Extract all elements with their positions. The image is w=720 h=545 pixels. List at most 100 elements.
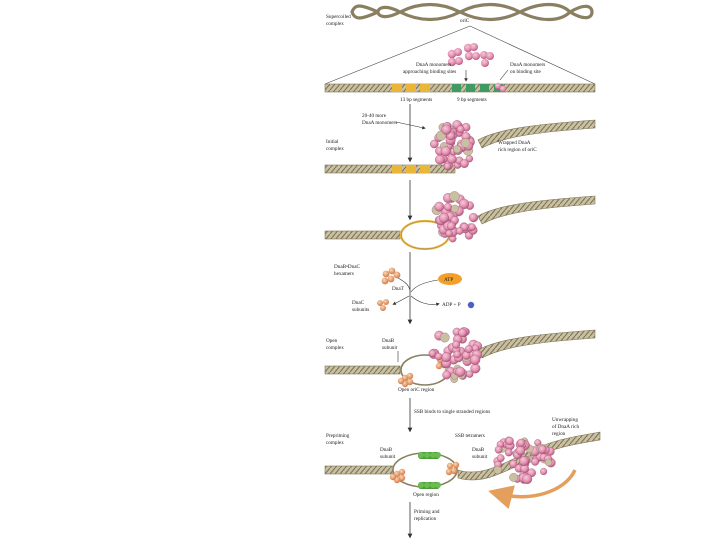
dnaa-monomer: [544, 458, 553, 467]
dnaa-monomer: [458, 328, 467, 338]
dnaa-cluster-open: [428, 327, 483, 383]
dnaa-monomer: [522, 473, 533, 485]
label-atp: ATP: [444, 277, 453, 283]
dnaa-monomers-approaching: [447, 43, 494, 67]
dnaa-monomer: [519, 456, 529, 467]
dnaa-monomer: [441, 124, 452, 135]
label-dnaa-on-site-1: DnaA monomers: [510, 62, 545, 68]
dnaa-monomer: [469, 354, 481, 365]
label-9bp: 9 bp segments: [457, 97, 487, 103]
dnaa-monomer: [443, 162, 452, 171]
dnaa-monomer: [464, 345, 473, 354]
dnaa-monomer: [517, 438, 526, 447]
dnaa-monomer: [439, 332, 450, 343]
label-dnab-subunit-2: subunit: [382, 345, 398, 351]
label-ssb-tetramers: SSB tetramers: [455, 433, 485, 439]
zoom-line-right: [469, 25, 596, 85]
ssb-tetramer-bottom: [418, 482, 441, 489]
label-dnab-dnac-1: DnaB•DnaC: [334, 264, 361, 270]
dna-linear-3: [324, 230, 401, 240]
label-dnac-1: DnaC: [352, 300, 365, 306]
label-unwrapping-3: region: [552, 431, 566, 437]
dnaa-monomer: [453, 145, 461, 154]
label-prepriming-1: Prepriming: [326, 433, 350, 439]
dnaa-monomer: [446, 221, 456, 231]
dna-exit-5: [477, 329, 596, 359]
dnaa-cluster-initial: [430, 120, 475, 171]
label-prepriming-2: complex: [326, 440, 344, 446]
dna-exit-2: [477, 119, 596, 149]
label-dnab-subunit-1: DnaB: [382, 338, 395, 344]
label-open-region: Open region: [413, 492, 439, 498]
dnaa-monomer: [493, 465, 502, 475]
dnaa-monomer: [504, 448, 513, 457]
dnaa-monomer: [540, 467, 548, 476]
dnaa-monomer: [505, 436, 514, 446]
9bp-sites: [452, 82, 507, 93]
dnaa-monomer: [449, 191, 460, 202]
dnaa-monomer: [434, 352, 443, 361]
dnaa-monomer: [509, 473, 518, 482]
dnac-subunits: [377, 299, 389, 311]
label-open-complex-1: Open: [326, 338, 338, 344]
dnaa-monomer: [496, 454, 505, 462]
dnaa-monomer: [455, 227, 464, 235]
label-dnaa-on-site-2: on binding site: [510, 69, 542, 75]
label-dnab-subunit2-2: subunit: [380, 454, 396, 460]
label-open-complex-2: complex: [326, 345, 344, 351]
label-initial-complex-2: complex: [326, 146, 344, 152]
dna-linear-2: [324, 164, 456, 174]
dnaa-monomer: [435, 154, 445, 165]
dnaa-monomer: [455, 366, 466, 377]
dnaa-monomer: [443, 202, 453, 212]
dna-linear-6: [324, 465, 394, 475]
label-unwrapping-1: Unwrapping: [552, 417, 578, 423]
dnaa-monomer: [531, 457, 540, 466]
13bp-sites: [392, 84, 430, 92]
dnaa-monomer: [430, 139, 439, 149]
dnab-hexamer-prepriming-left: [389, 468, 406, 484]
label-dnaa-approaching-1: DnaA monomers: [416, 62, 451, 68]
label-adp-pi: ADP + P: [442, 302, 461, 308]
dnaa-monomer: [453, 350, 461, 359]
dnaa-monomer: [494, 445, 503, 454]
atp-badge: [438, 273, 462, 285]
dnaa-monomer: [458, 198, 470, 210]
label-oric: oriC: [460, 18, 470, 24]
label-unwrapping-2: of DnaA rich: [552, 423, 579, 430]
dnaa-cluster-unwrapping: [493, 436, 556, 485]
label-twenty-monomers-1: 20-40 more: [362, 113, 387, 119]
dnaa-monomer: [538, 445, 547, 454]
dnaa-monomer: [452, 340, 461, 349]
dnaa-cluster-melted: [431, 191, 479, 243]
dnaa-monomer: [509, 459, 518, 468]
dnaa-monomer: [450, 204, 459, 213]
dna-linear-5: [324, 365, 401, 375]
label-open-oric: Open oriC region: [398, 387, 435, 393]
label-wrapped-1: Wrapped DnaA: [498, 140, 531, 146]
dnaa-monomer: [460, 159, 469, 168]
ssb-tetramer-top: [418, 452, 441, 459]
dnaa-monomer: [456, 125, 465, 134]
dnaa-monomer: [434, 201, 445, 212]
label-wrapped-2: rich region of oriC: [498, 146, 537, 153]
dnaa-monomer: [460, 138, 471, 148]
label-dnab-subunit2-1: DnaB: [380, 447, 393, 453]
dnab-dnac-hexamer: [381, 267, 401, 285]
dnaa-monomer: [466, 370, 474, 378]
label-twenty-monomers-2: DnaA monomers: [362, 120, 397, 126]
label-supercoiled-1: Supercoiled: [326, 14, 351, 20]
dnaa-monomer: [428, 349, 437, 358]
dnaa-monomer: [438, 212, 450, 223]
dnaa-monomer: [442, 370, 452, 380]
supercoiled-dna: [350, 2, 594, 22]
label-dnat: DnaT: [392, 286, 405, 292]
dnaa-monomer: [441, 352, 452, 363]
dnab-hexamer-left: [397, 372, 414, 388]
label-priming-2: replication: [414, 516, 437, 522]
dnaa-monomer: [468, 223, 476, 231]
dnaa-monomer: [445, 229, 453, 238]
dnaa-monomer: [440, 146, 451, 157]
dnaa-monomer: [447, 154, 457, 164]
